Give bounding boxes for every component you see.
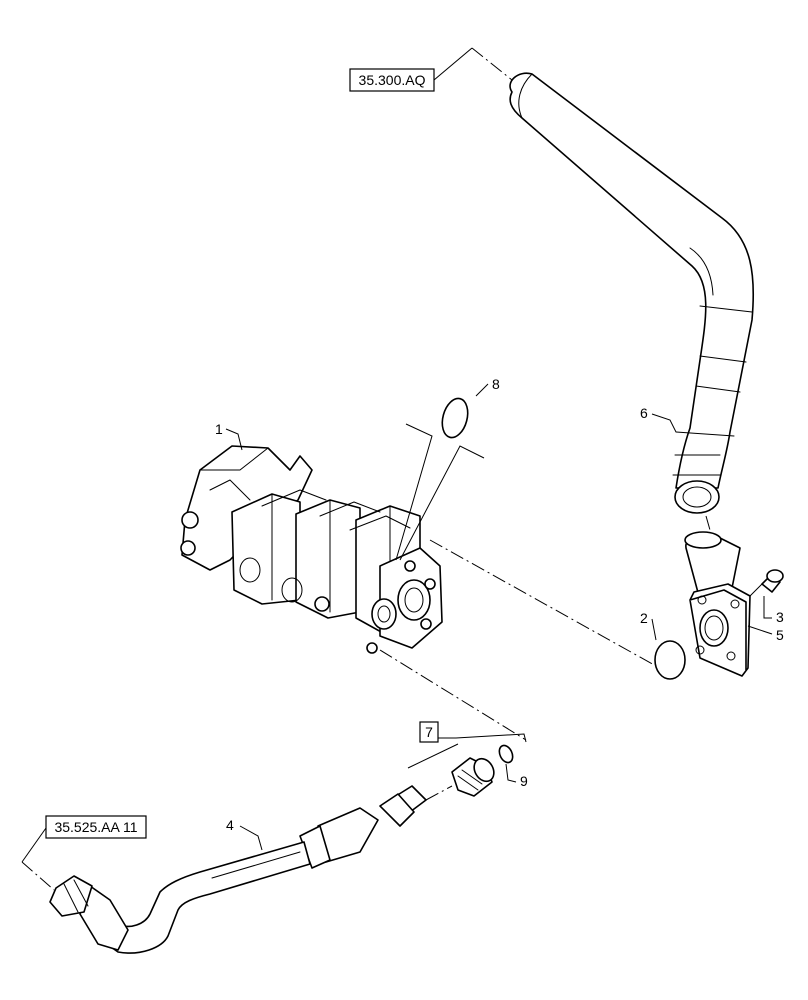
callout-8-label: 8: [492, 376, 500, 392]
reference-top-label: 35.300.AQ: [359, 72, 426, 88]
reference-left[interactable]: 35.525.AA 11: [21, 815, 147, 863]
callout-5-label: 5: [776, 627, 784, 643]
callout-4-label: 4: [226, 817, 234, 833]
connection-line-pump-flange: [429, 539, 657, 667]
callout-9-label: 9: [520, 773, 528, 789]
connection-line-left: [21, 861, 55, 891]
connection-line-hose-flange: [705, 515, 711, 531]
o-ring-8: [441, 397, 469, 439]
callout-6-label: 6: [640, 405, 648, 421]
suction-hose: [509, 72, 755, 514]
callout-1: 1: [215, 421, 243, 451]
gear-pump: [180, 445, 443, 654]
connection-line-pump-fitting: [379, 649, 527, 741]
callout-9: 9: [505, 763, 528, 789]
callout-4: 4: [226, 817, 263, 851]
callout-3-label: 3: [776, 609, 784, 625]
callout-8: 8: [475, 376, 500, 397]
bracket-part-7: [407, 733, 527, 769]
callout-2-label: 2: [640, 610, 648, 626]
callout-3: 3: [763, 596, 784, 625]
o-ring-2: [654, 640, 686, 680]
callout-7: 7: [419, 721, 439, 743]
bracket-o-ring-8: [395, 423, 485, 561]
cap-screw: [749, 569, 784, 597]
reference-left-label: 35.525.AA 11: [54, 819, 137, 835]
pressure-hose: [49, 785, 427, 954]
connection-line-fitting-hose: [425, 785, 453, 801]
adapter-fitting: [451, 757, 495, 797]
callout-1-label: 1: [215, 421, 223, 437]
callout-6: 6: [640, 405, 677, 433]
o-ring-9: [498, 744, 514, 764]
flange-fitting: [684, 531, 751, 677]
callout-7-label: 7: [425, 724, 433, 740]
reference-top[interactable]: 35.300.AQ: [349, 47, 473, 92]
callout-5: 5: [747, 625, 784, 643]
connection-line-top: [471, 47, 513, 81]
callout-2: 2: [640, 610, 657, 641]
